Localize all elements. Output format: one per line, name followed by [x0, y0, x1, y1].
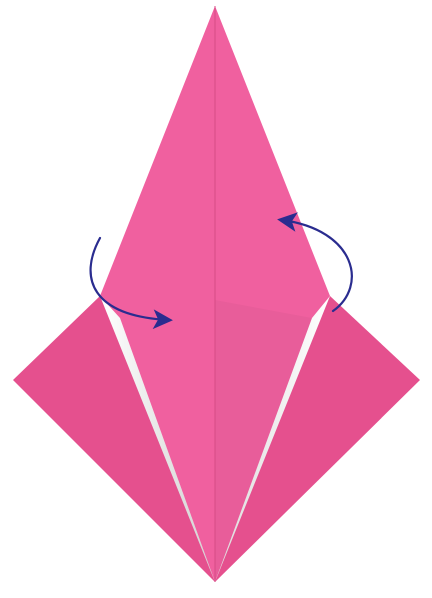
left-fold-arrow-icon [89, 236, 173, 330]
front-kite-left-half [100, 6, 215, 582]
right-flap-shadow [215, 296, 330, 582]
right-back-flap [215, 296, 420, 582]
right-fold-arrow-icon [277, 212, 353, 313]
left-flap-shadow [100, 296, 215, 582]
front-kite-right-half [215, 6, 330, 582]
left-back-flap [13, 296, 215, 582]
